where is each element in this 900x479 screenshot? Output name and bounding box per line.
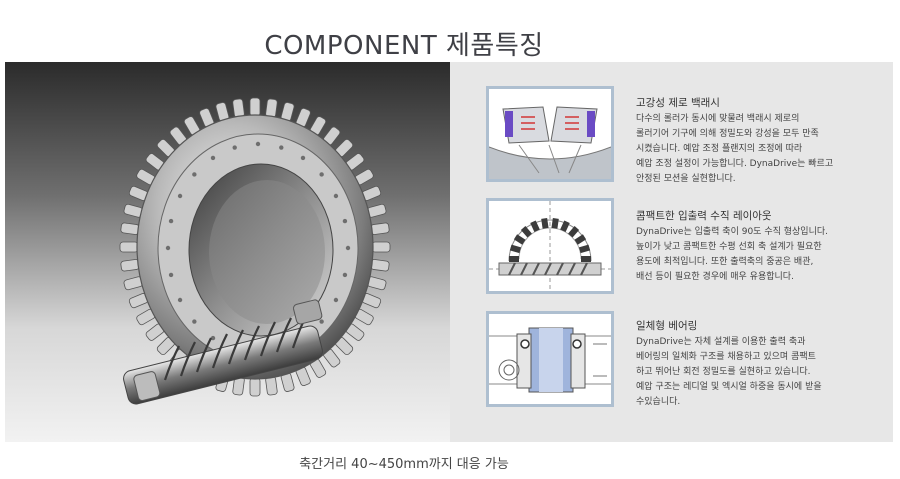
feature-panel: 고강성 제로 백래시 다수의 롤러가 동시에 맞물려 백래시 제로의 롤러기어 … xyxy=(450,62,893,442)
roller-preload-diagram-icon xyxy=(486,86,614,182)
product-hero-image xyxy=(5,62,450,442)
axis-distance-caption: 축간거리 40~450mm까지 대응 가능 xyxy=(299,457,509,472)
feature-title: 콤팩트한 입출력 수직 레이아웃 xyxy=(636,210,772,222)
vertical-layout-diagram-icon xyxy=(486,198,614,294)
feature-title: 고강성 제로 백래시 xyxy=(636,97,720,109)
roller-gear-illustration xyxy=(119,97,391,405)
feature-item-1: 고강성 제로 백래시 다수의 롤러가 동시에 맞물려 백래시 제로의 롤러기어 … xyxy=(636,96,886,187)
feature-description: DynaDrive는 입출력 축이 90도 수직 형상입니다. 높이가 낮고 콤… xyxy=(636,227,829,282)
feature-title: 일체형 베어링 xyxy=(636,320,698,332)
feature-description: DynaDrive는 자체 설계를 이용한 출력 축과 베어링의 일체화 구조를… xyxy=(636,337,822,407)
feature-item-3: 일체형 베어링 DynaDrive는 자체 설계를 이용한 출력 축과 베어링의… xyxy=(636,319,886,410)
integrated-bearing-diagram-icon xyxy=(486,311,614,407)
feature-description: 다수의 롤러가 동시에 맞물려 백래시 제로의 롤러기어 기구에 의해 정밀도와… xyxy=(636,114,834,184)
page-title: COMPONENT 제품특징 xyxy=(264,31,544,62)
feature-item-2: 콤팩트한 입출력 수직 레이아웃 DynaDrive는 입출력 축이 90도 수… xyxy=(636,209,886,285)
